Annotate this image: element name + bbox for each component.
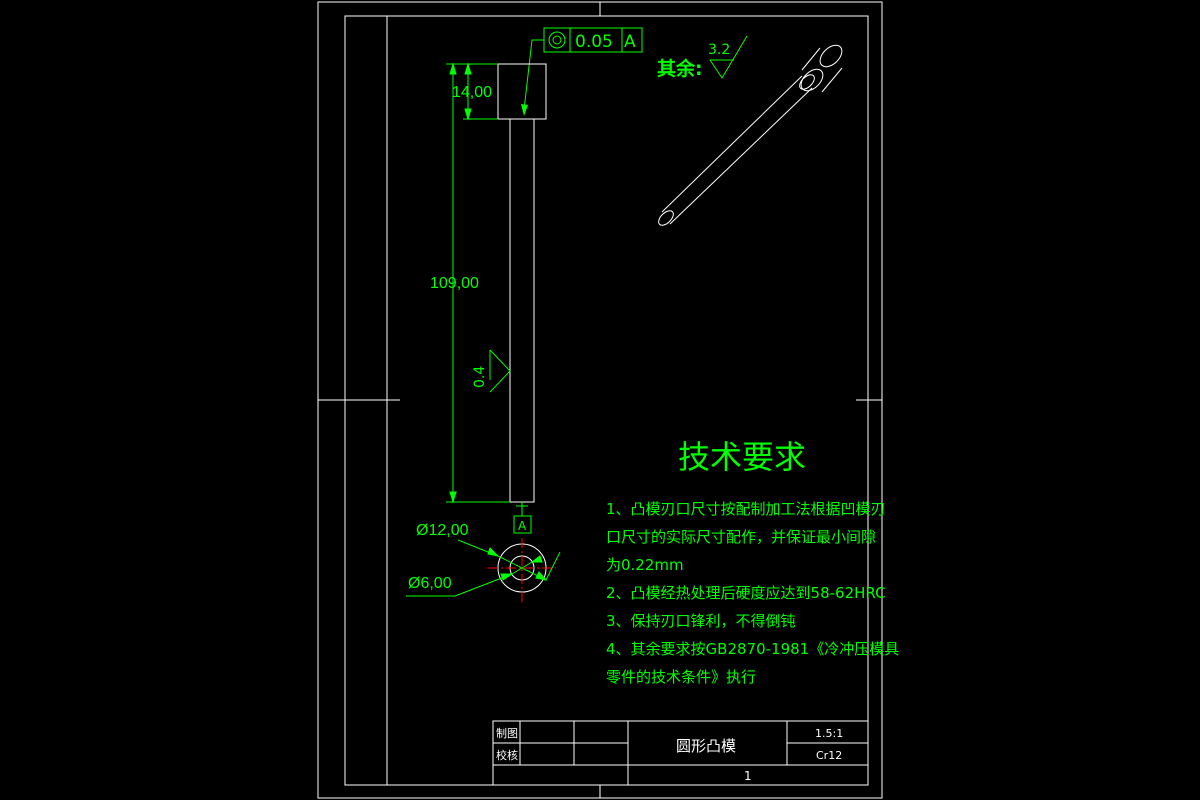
tolerance-value: 0.05 bbox=[575, 32, 613, 52]
tech-requirements-title: 技术要求 bbox=[678, 438, 806, 476]
dim-dia-head-text: Ø12,00 bbox=[416, 522, 469, 539]
tech-requirement-line: 3、保持刃口锋利，不得倒钝 bbox=[606, 612, 796, 630]
checked-by-label: 校核 bbox=[496, 748, 518, 762]
scale-value: 1.5:1 bbox=[815, 727, 843, 740]
dim-dia-head: Ø12,00 bbox=[416, 522, 561, 581]
sheet-number: 1 bbox=[744, 769, 752, 783]
roughness-general-value: 3.2 bbox=[708, 42, 730, 58]
punch-isometric-view bbox=[658, 44, 843, 226]
roughness-symbol-icon bbox=[709, 35, 748, 79]
dim-total-length: 109,00 bbox=[430, 62, 510, 504]
punch-front-view bbox=[497, 63, 547, 503]
roughness-symbol-icon bbox=[489, 349, 511, 393]
tolerance-datum: A bbox=[624, 32, 636, 52]
roughness-shank-value: 0.4 bbox=[472, 366, 488, 388]
tech-requirement-line: 零件的技术条件》执行 bbox=[606, 668, 756, 686]
drawn-by-label: 制图 bbox=[496, 727, 518, 740]
tech-requirements: 技术要求 1、凸模刃口尺寸按配制加工法根据凹模刃 口尺寸的实际尺寸配作，并保证最… bbox=[606, 438, 899, 686]
dim-head-length-text: 14,00 bbox=[452, 84, 492, 101]
dim-dia-shank-text: Ø6,00 bbox=[408, 575, 452, 592]
tech-requirement-line: 1、凸模刃口尺寸按配制加工法根据凹模刃 bbox=[606, 500, 886, 518]
tech-requirement-line: 4、其余要求按GB2870-1981《冷冲压模具 bbox=[606, 640, 899, 658]
punch-shank bbox=[509, 118, 535, 503]
datum-label: A bbox=[518, 519, 527, 533]
roughness-general-label: 其余: bbox=[657, 57, 703, 80]
punch-end-view bbox=[488, 538, 556, 604]
drawing-frame bbox=[317, 1, 883, 799]
tolerance-leader bbox=[523, 39, 544, 111]
tech-requirement-line: 为0.22mm bbox=[606, 556, 684, 574]
material-value: Cr12 bbox=[816, 749, 842, 762]
concentricity-icon bbox=[548, 31, 566, 49]
title-block bbox=[492, 720, 869, 786]
dim-total-length-text: 109,00 bbox=[430, 275, 479, 292]
punch-head bbox=[497, 63, 547, 120]
datum-feature: A bbox=[513, 502, 532, 534]
tech-requirement-line: 口尺寸的实际尺寸配作，并保证最小间隙 bbox=[606, 528, 876, 546]
end-view-centerlines bbox=[488, 538, 556, 604]
dim-dia-shank: Ø6,00 bbox=[406, 555, 543, 597]
tech-requirement-line: 2、凸模经热处理后硬度应达到58-62HRC bbox=[606, 584, 886, 602]
tolerance-frame: 0.05 A bbox=[521, 27, 643, 116]
title-block-text: 制图 校核 圆形凸模 1.5:1 Cr12 1 bbox=[496, 727, 843, 783]
dim-head-length: 14,00 bbox=[452, 62, 498, 121]
shank-roughness-note: 0.4 bbox=[472, 349, 511, 393]
outer-border bbox=[317, 1, 883, 799]
part-name: 圆形凸模 bbox=[676, 737, 736, 755]
general-roughness-note: 其余: 3.2 bbox=[657, 35, 748, 80]
